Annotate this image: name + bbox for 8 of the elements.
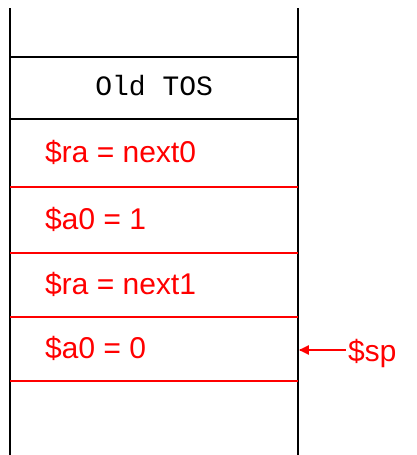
stack-entry-text: $ra = next1 (45, 268, 196, 302)
stack-entry-text: $ra = next0 (45, 136, 196, 170)
pointer-label: $sp (348, 335, 396, 369)
stack-entry-text: $a0 = 1 (45, 203, 146, 237)
stack-entry-text: Old TOS (95, 72, 213, 104)
stack-entry-text: $a0 = 0 (45, 332, 146, 366)
stack-cell (10, 56, 298, 120)
arrow (299, 345, 346, 355)
